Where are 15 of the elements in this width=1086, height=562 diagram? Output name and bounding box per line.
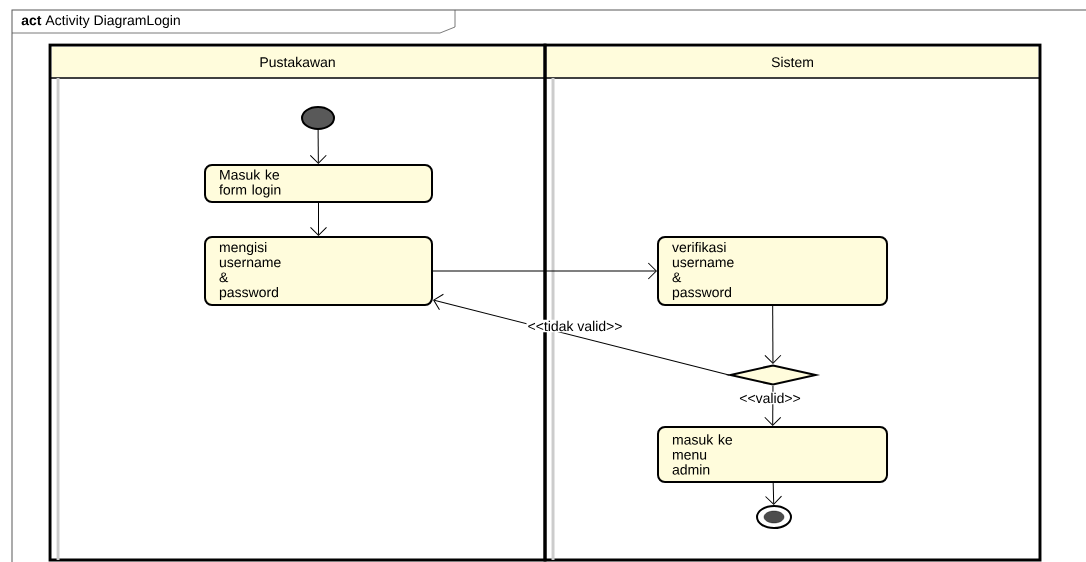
- arrow: [309, 129, 327, 164]
- action-box: Masuk ke form login: [204, 164, 433, 203]
- frame-title: act Activity DiagramLogin: [21, 14, 180, 28]
- edge-label: <<valid>>: [738, 391, 802, 405]
- arrow: [432, 262, 657, 280]
- arrow: [765, 482, 782, 505]
- action-box: masuk ke menu admin: [657, 426, 888, 483]
- arrow: [433, 293, 730, 376]
- arrow: [764, 305, 782, 364]
- action-box: mengisi username & password: [204, 236, 433, 306]
- edge-label: <<tidak valid>>: [526, 319, 624, 333]
- final-node: [756, 505, 792, 529]
- arrow: [310, 202, 327, 236]
- action-box: verifikasi username & password: [657, 236, 888, 306]
- initial-node: [301, 106, 335, 130]
